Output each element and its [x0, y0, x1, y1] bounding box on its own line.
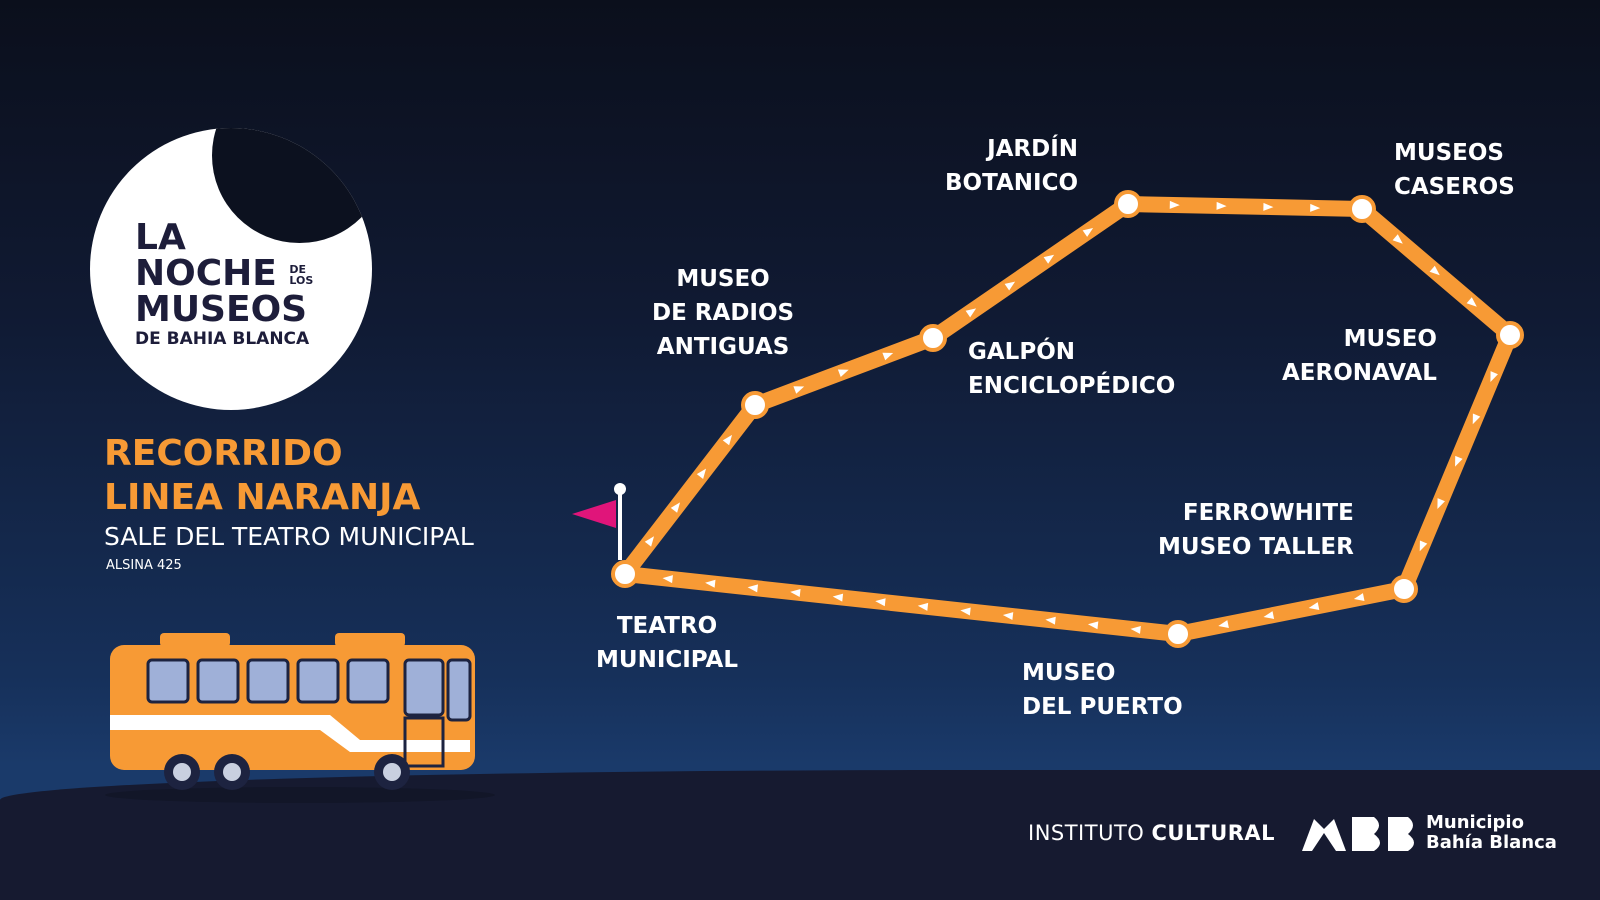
start-flag-icon — [572, 483, 626, 560]
stop-marker: MUSEO DEL PUERTO — [1164, 620, 1192, 648]
bus-illustration — [105, 633, 495, 803]
direction-arrow-icon — [965, 308, 977, 318]
stop-marker: JARDÍN BOTANICO — [1114, 190, 1142, 218]
direction-arrow-icon — [1429, 265, 1440, 276]
direction-arrow-icon — [960, 607, 971, 616]
direction-arrow-icon — [837, 369, 849, 378]
direction-arrow-icon — [662, 575, 673, 584]
direction-arrow-icon — [696, 468, 707, 480]
instituto-cultural-logo: INSTITUTO CULTURAL — [1028, 821, 1276, 845]
direction-arrow-icon — [1002, 612, 1014, 621]
direction-arrow-icon — [1437, 498, 1445, 509]
direction-arrow-icon — [832, 593, 844, 602]
direction-arrow-icon — [1087, 621, 1099, 630]
direction-arrow-icon — [790, 589, 801, 597]
direction-arrow-icon — [875, 598, 886, 607]
direction-arrow-icon — [670, 502, 681, 513]
stop-marker: FERROWHITE MUSEO TALLER — [1390, 575, 1418, 603]
stop-marker: MUSEO AERONAVAL — [1496, 321, 1524, 349]
moon-logo-shape — [90, 128, 372, 410]
direction-arrow-icon — [1218, 620, 1229, 628]
direction-arrow-icon — [1004, 281, 1016, 291]
direction-arrow-icon — [722, 434, 733, 446]
direction-arrow-icon — [1310, 203, 1321, 212]
direction-arrow-icon — [1045, 616, 1056, 625]
address: ALSINA 425 — [106, 558, 182, 573]
mbb-logo-icon — [1302, 817, 1414, 851]
direction-arrow-icon — [1472, 413, 1481, 425]
direction-arrow-icon — [1043, 254, 1055, 264]
direction-arrow-icon — [1130, 625, 1141, 634]
direction-arrow-icon — [1082, 227, 1094, 237]
stop-marker: GALPÓN ENCICLOPÉDICO — [919, 324, 947, 352]
direction-arrow-icon — [882, 352, 894, 361]
direction-arrow-icon — [1263, 202, 1274, 211]
direction-arrow-icon — [705, 579, 716, 588]
direction-arrow-icon — [1353, 593, 1365, 601]
direction-arrow-icon — [1490, 371, 1498, 382]
departure-text: SALE DEL TEATRO MUNICIPAL — [104, 522, 474, 551]
stop-marker: MUSEOS CASEROS — [1348, 195, 1376, 223]
direction-arrow-icon — [1263, 611, 1275, 619]
direction-arrow-icon — [1169, 200, 1180, 209]
direction-arrow-icon — [1216, 201, 1227, 210]
direction-arrow-icon — [644, 536, 655, 547]
direction-arrow-icon — [1419, 540, 1428, 552]
direction-arrow-icon — [793, 386, 805, 394]
stop-marker: TEATRO MUNICIPAL — [611, 560, 639, 588]
direction-arrow-icon — [1308, 602, 1320, 610]
direction-arrow-icon — [1466, 297, 1477, 307]
stop-marker: MUSEO DE RADIOS ANTIGUAS — [741, 391, 769, 419]
direction-arrow-icon — [747, 584, 759, 593]
direction-arrow-icon — [1392, 234, 1403, 244]
direction-arrow-icon — [917, 602, 929, 611]
direction-arrow-icon — [1455, 455, 1463, 467]
